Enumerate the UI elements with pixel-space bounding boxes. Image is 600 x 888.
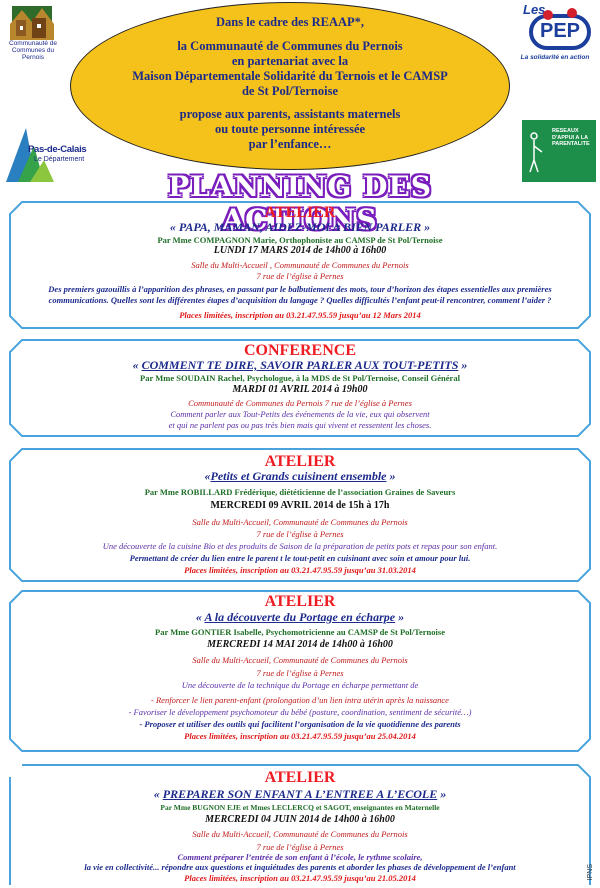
- event-description: Permettant de créer du lien entre le par…: [129, 553, 471, 563]
- ccp-logo-art: [10, 6, 54, 40]
- event-kind: CONFERENCE: [243, 342, 356, 359]
- event-subtitle-line: « A la découverte du Portage en écharpe …: [8, 610, 592, 625]
- event-registration: Places limitées, inscription au 03.21.47…: [184, 565, 416, 575]
- event-subtitle: « PAPA, MAMAN, AIDEZ-MOI A BIEN PARLER »: [169, 220, 431, 234]
- quote-open: «: [132, 358, 142, 372]
- intro-line: par l’enfance…: [248, 137, 332, 151]
- intro-line: de St Pol/Ternoise: [241, 84, 339, 98]
- event-description: la vie en collectivité... répondre aux q…: [84, 862, 516, 872]
- event-place: Salle du Multi-Accueil, Communauté de Co…: [192, 517, 408, 527]
- pep-dot-icon: [543, 10, 553, 20]
- event-block: ATELIER «Petits et Grands cuisinent ense…: [8, 447, 592, 583]
- pep-dot-icon: [567, 8, 577, 18]
- event-speaker: Par Mme ROBILLARD Frédérique, diététicie…: [144, 487, 456, 497]
- quote-close: »: [437, 787, 447, 801]
- reaap-logo-text: RESEAUX D'APPUI A LA PARENTALITE: [552, 128, 590, 147]
- event-subtitle: A la découverte du Portage en écharpe: [204, 610, 396, 624]
- event-speaker: Par Mme COMPAGNON Marie, Orthophoniste a…: [157, 235, 443, 245]
- intro-ellipse: Dans le cadre des REAAP*, la Communauté …: [70, 2, 510, 170]
- ipns-mark: IPNS: [587, 863, 594, 880]
- pas-de-calais-logo-art: [6, 128, 54, 182]
- event-address: 7 rue de l’église à Pernes: [256, 842, 344, 852]
- event-subtitle-line: « PREPARER SON ENFANT A L’ENTREE A L’ECO…: [8, 787, 592, 802]
- event-kind: ATELIER: [264, 204, 336, 221]
- quote-close: »: [458, 358, 468, 372]
- event-speaker: Par Mme SOUDAIN Rachel, Psychologue, à l…: [140, 373, 460, 383]
- event-date: MERCREDI 04 JUIN 2014 de 14h00 à 16h00: [205, 814, 395, 825]
- event-description: Comment parler aux Tout-Petits des événe…: [170, 409, 430, 419]
- event-kind: ATELIER: [264, 593, 336, 610]
- intro-line: en partenariat avec la: [231, 54, 349, 68]
- event-speaker: Par Mme GONTIER Isabelle, Psychomotricie…: [155, 627, 445, 637]
- ccp-logo-text: Communauté de Communes du Pernois: [8, 40, 58, 61]
- event-address: 7 rue de l’église à Pernes: [256, 668, 344, 678]
- event-subtitle: COMMENT TE DIRE, SAVOIR PARLER AUX TOUT-…: [141, 358, 459, 372]
- quote-close: »: [386, 469, 396, 483]
- event-date: MARDI 01 AVRIL 2014 à 19h00: [232, 384, 368, 395]
- event-date: MERCREDI 14 MAI 2014 de 14h00 à 16h00: [207, 639, 393, 650]
- event-place: Salle du Multi-Accueil , Communauté de C…: [191, 260, 409, 270]
- event-date: LUNDI 17 MARS 2014 de 14h00 à 16h00: [213, 245, 387, 256]
- event-block: ATELIER « PAPA, MAMAN, AIDEZ-MOI A BIEN …: [8, 200, 592, 330]
- intro-line: Dans le cadre des REAAP*,: [215, 15, 365, 29]
- event-place: Salle du Multi-Accueil, Communauté de Co…: [192, 829, 408, 839]
- event-subtitle-line: « COMMENT TE DIRE, SAVOIR PARLER AUX TOU…: [8, 358, 592, 373]
- pas-de-calais-logo-text: Pas-de-Calais: [28, 144, 87, 155]
- quote-open: «: [204, 469, 211, 483]
- family-icon: [529, 132, 543, 173]
- event-registration: Places limitées, inscription au 03.21.47…: [179, 310, 421, 320]
- event-place: Communauté de Communes du Pernois 7 rue …: [188, 398, 412, 408]
- event-kind: ATELIER: [264, 453, 336, 470]
- event-subtitle: PREPARER SON ENFANT A L’ENTREE A L’ECOLE: [162, 787, 438, 801]
- event-description: Comment préparer l’entrée de son enfant …: [177, 852, 423, 862]
- pas-de-calais-logo: Pas-de-Calais Le Département: [4, 126, 88, 184]
- event-block: ATELIER « A la découverte du Portage en …: [8, 589, 592, 753]
- intro-line: propose aux parents, assistants maternel…: [179, 107, 401, 121]
- event-place: Salle du Multi-Accueil, Communauté de Co…: [192, 655, 408, 665]
- event-block: CONFERENCE « COMMENT TE DIRE, SAVOIR PAR…: [8, 338, 592, 438]
- event-bullet: - Proposer et utiliser des outils qui fa…: [139, 719, 461, 729]
- event-subtitle: Petits et Grands cuisinent ensemble: [210, 469, 387, 483]
- event-bullet: - Renforcer le lien parent-enfant (prolo…: [151, 695, 449, 705]
- quote-open: «: [195, 610, 205, 624]
- event-registration: Places limitées, inscription au 03.21.47…: [184, 873, 416, 883]
- event-address: 7 rue de l’église à Pernes: [256, 271, 344, 281]
- event-block: ATELIER « PREPARER SON ENFANT A L’ENTREE…: [8, 763, 592, 885]
- intro-line: la Communauté de Communes du Pernois: [177, 39, 403, 53]
- event-bullet: - Favoriser le développement psychomoteu…: [128, 707, 472, 717]
- quote-open: «: [153, 787, 163, 801]
- event-frame: [9, 590, 591, 752]
- event-speaker: Par Mme BUGNON EJE et Mmes LECLERCQ et S…: [160, 803, 440, 812]
- planning-title: PLANNING DES ACTIONS: [168, 170, 432, 236]
- event-description: Des premiers gazouillis à l’apparition d…: [48, 284, 552, 294]
- pep-logo-les: Les: [523, 2, 546, 17]
- pas-de-calais-logo-sub: Le Département: [34, 156, 85, 163]
- event-description: Une découverte de la cuisine Bio et des …: [102, 541, 498, 551]
- intro-line: ou toute personne intéressée: [214, 122, 366, 136]
- event-description: communications. Quelles sont les différe…: [48, 295, 552, 305]
- event-subtitle-line: «Petits et Grands cuisinent ensemble »: [8, 469, 592, 484]
- quote-close: »: [395, 610, 405, 624]
- reaap-logo: RESEAUX D'APPUI A LA PARENTALITE: [522, 120, 596, 182]
- event-frame: [9, 764, 591, 885]
- event-frame: [9, 448, 591, 582]
- ccp-logo: Communauté de Communes du Pernois: [2, 2, 64, 64]
- event-description: et qui ne parlent pas ou pas très bien m…: [168, 420, 432, 430]
- event-kind: ATELIER: [264, 769, 336, 786]
- pep-logo: Les PEP La solidarité en action: [513, 2, 597, 68]
- pep-logo-sub: La solidarité en action: [520, 54, 590, 61]
- event-registration: Places limitées, inscription au 03.21.47…: [184, 731, 416, 741]
- pep-logo-mark: PEP: [529, 14, 591, 50]
- event-address: 7 rue de l’église à Pernes: [256, 529, 344, 539]
- event-date: MERCREDI 09 AVRIL 2014 de 15h à 17h: [210, 500, 390, 511]
- event-frame: [9, 339, 591, 437]
- intro-line: Maison Départementale Solidarité du Tern…: [132, 69, 448, 83]
- event-frame: [9, 201, 591, 329]
- event-description: Une découverte de la technique du Portag…: [181, 680, 419, 690]
